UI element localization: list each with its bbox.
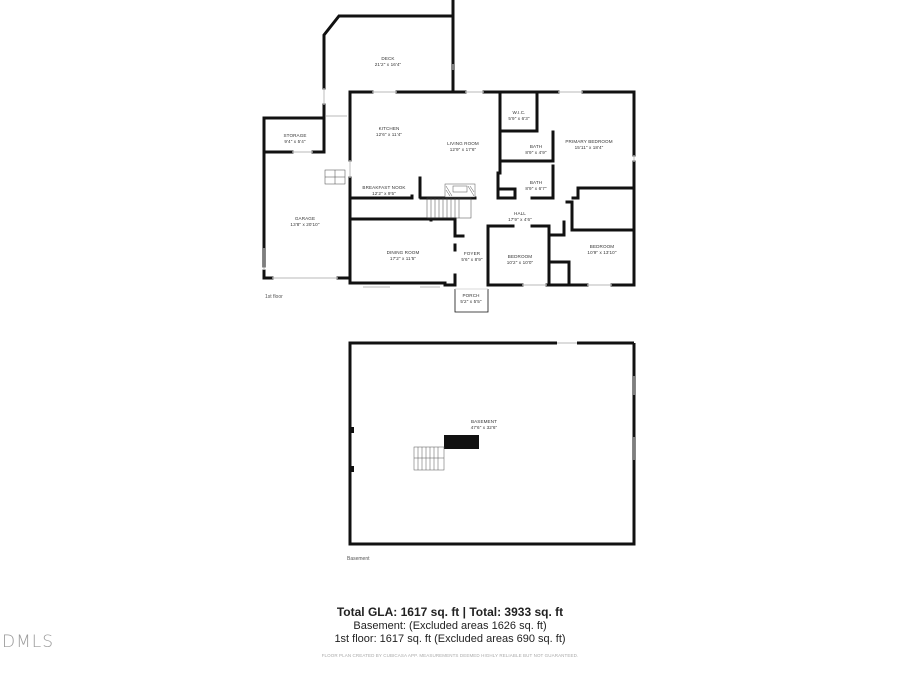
- basement-chimney: [444, 435, 479, 449]
- first-floor-windows: [263, 64, 635, 288]
- basement-door-marker: [350, 427, 354, 433]
- first-floor-stairs: [324, 169, 472, 219]
- porch-outline: [454, 288, 489, 313]
- first-floor-area: 1st floor: 1617 sq. ft (Excluded areas 6…: [334, 633, 566, 645]
- basement-walls: [348, 341, 636, 546]
- total-area: Total GLA: 1617 sq. ft | Total: 3933 sq.…: [336, 605, 564, 619]
- floor-caption-basement: Basement: [347, 556, 370, 562]
- disclaimer: FLOOR PLAN CREATED BY CUBICASA APP. MEAS…: [321, 653, 579, 658]
- basement-stairs: [413, 446, 445, 471]
- first-floor-walls: [262, 0, 636, 287]
- basement-area: Basement: (Excluded areas 1626 sq. ft): [353, 620, 547, 632]
- floor-caption-1st-floor: 1st floor: [265, 294, 283, 300]
- room-label-wic: W.I.C.5'9" x 6'3": [508, 110, 530, 121]
- basement-windows: [557, 342, 635, 460]
- watermark-logo: DMLS: [2, 632, 55, 652]
- fireplace-icon: [444, 183, 476, 198]
- basement-door-marker: [350, 466, 354, 472]
